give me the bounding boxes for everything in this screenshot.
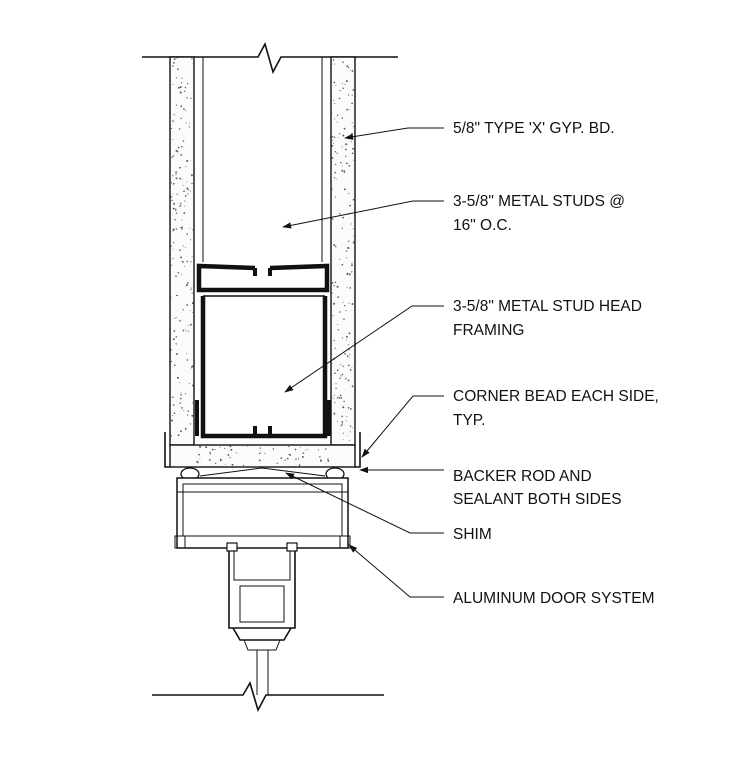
label-head-framing-line2: FRAMING — [453, 322, 524, 339]
label-backer-rod-line1: BACKER ROD AND — [453, 468, 592, 485]
metal-studs-vertical — [193, 57, 332, 445]
gypsum-board-right — [330, 56, 356, 446]
top-break-line — [142, 41, 398, 75]
label-aluminum-door: ALUMINUM DOOR SYSTEM — [453, 590, 655, 607]
aluminum-frame-header — [174, 477, 351, 549]
stud-head-framing — [195, 295, 331, 439]
gypsum-board-bottom — [169, 444, 356, 468]
label-backer-rod-line2: SEALANT BOTH SIDES — [453, 491, 622, 508]
gypsum-board-left — [169, 56, 195, 446]
label-corner-bead-line2: TYP. — [453, 412, 485, 429]
label-shim: SHIM — [453, 526, 492, 543]
aluminum-door-stile — [226, 542, 298, 695]
shim — [177, 467, 348, 479]
backer-rod — [180, 467, 345, 481]
stud-track-upper — [196, 263, 330, 293]
label-gyp-board: 5/8" TYPE 'X' GYP. BD. — [453, 120, 615, 137]
label-metal-studs-line1: 3-5/8" METAL STUDS @ — [453, 193, 625, 210]
label-corner-bead-line1: CORNER BEAD EACH SIDE, — [453, 388, 659, 405]
gypsum-texture — [170, 57, 355, 467]
label-head-framing-line1: 3-5/8" METAL STUD HEAD — [453, 298, 642, 315]
leader-lines — [282, 127, 444, 598]
label-metal-studs-line2: 16" O.C. — [453, 217, 512, 234]
bottom-break-line — [152, 680, 384, 713]
